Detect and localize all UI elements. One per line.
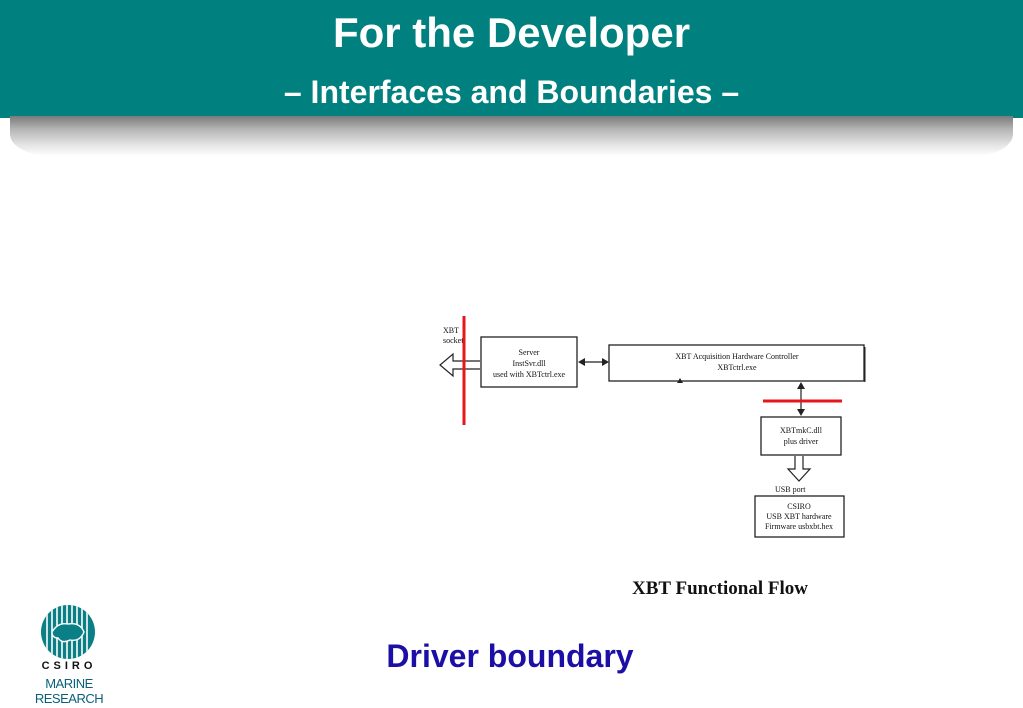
logo-division: MARINE RESEARCH <box>34 676 104 706</box>
title-banner: For the Developer – Interfaces and Bound… <box>0 0 1023 118</box>
server-box-line1: Server <box>519 348 540 357</box>
server-box-line2: InstSvr.dll <box>512 359 546 368</box>
arrow-head-right <box>602 358 609 366</box>
arrow-head-left <box>578 358 585 366</box>
socket-label-line2: socket <box>443 336 464 345</box>
hardware-box-line3: Firmware usbxbt.hex <box>765 522 833 531</box>
usb-arrow-down <box>786 456 812 482</box>
hardware-box-line1: CSIRO <box>787 502 811 511</box>
diagram-caption: XBT Functional Flow <box>632 578 808 599</box>
server-box <box>480 336 578 388</box>
usb-port-label: USB port <box>775 485 806 494</box>
slide-subtitle: – Interfaces and Boundaries – <box>283 74 740 110</box>
dll-box-line1: XBTmkC.dll <box>780 426 823 435</box>
logo-name: CSIRO <box>41 660 97 672</box>
socket-arrow-left <box>439 352 480 378</box>
controller-box <box>608 344 865 382</box>
arrow-head-up <box>797 382 805 389</box>
driver-boundary-label: Driver boundary <box>386 638 634 674</box>
server-box-line3: used with XBTctrl.exe <box>493 370 566 379</box>
controller-box-line2: XBTctrl.exe <box>717 363 757 372</box>
hardware-box-line2: USB XBT hardware <box>766 512 832 521</box>
socket-label-line1: XBT <box>443 326 459 335</box>
controller-box-line1: XBT Acquisition Hardware Controller <box>675 352 799 361</box>
arrow-head-down <box>797 409 805 416</box>
dll-box <box>760 416 842 456</box>
slide-title: For the Developer <box>332 9 691 56</box>
dll-box-line2: plus driver <box>784 437 819 446</box>
csiro-logo-icon <box>41 605 95 659</box>
controller-small-marker <box>677 378 683 383</box>
hardware-box <box>754 495 845 538</box>
banner-shadow <box>10 116 1013 156</box>
